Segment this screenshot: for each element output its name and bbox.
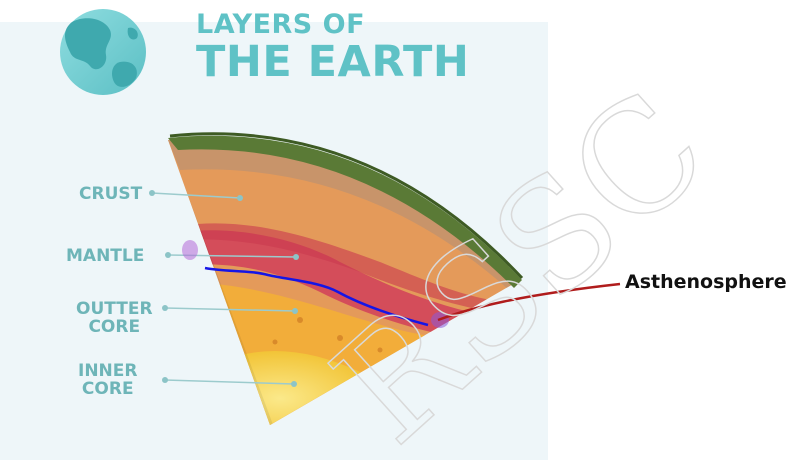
label-outer-core: OUTTER CORE — [76, 300, 153, 336]
label-crust: CRUST — [79, 185, 142, 203]
leader-dot — [237, 195, 243, 201]
label-mantle: MANTLE — [66, 247, 144, 265]
label-outer-core-line-2: CORE — [76, 318, 153, 336]
leader-dot — [165, 252, 171, 258]
leader-dot — [292, 308, 298, 314]
label-inner-core-line-2: CORE — [78, 380, 137, 398]
outer-core-speckle — [297, 317, 303, 323]
leader-dot — [162, 305, 168, 311]
outer-core-speckle — [273, 340, 278, 345]
globe-icon — [60, 9, 146, 95]
leader-dot — [291, 381, 297, 387]
title-line-1: LAYERS OF — [196, 10, 469, 40]
leader-dot — [162, 377, 168, 383]
label-inner-core: INNER CORE — [78, 362, 137, 398]
page-title: LAYERS OF THE EARTH — [196, 10, 469, 84]
leader-dot — [293, 254, 299, 260]
title-line-2: THE EARTH — [196, 40, 469, 84]
asthenosphere-marker-left — [182, 240, 198, 260]
label-outer-core-line-1: OUTTER — [76, 300, 153, 318]
asthenosphere-label: Asthenosphere — [625, 271, 787, 293]
leader-dot — [149, 190, 155, 196]
label-inner-core-line-1: INNER — [78, 362, 137, 380]
